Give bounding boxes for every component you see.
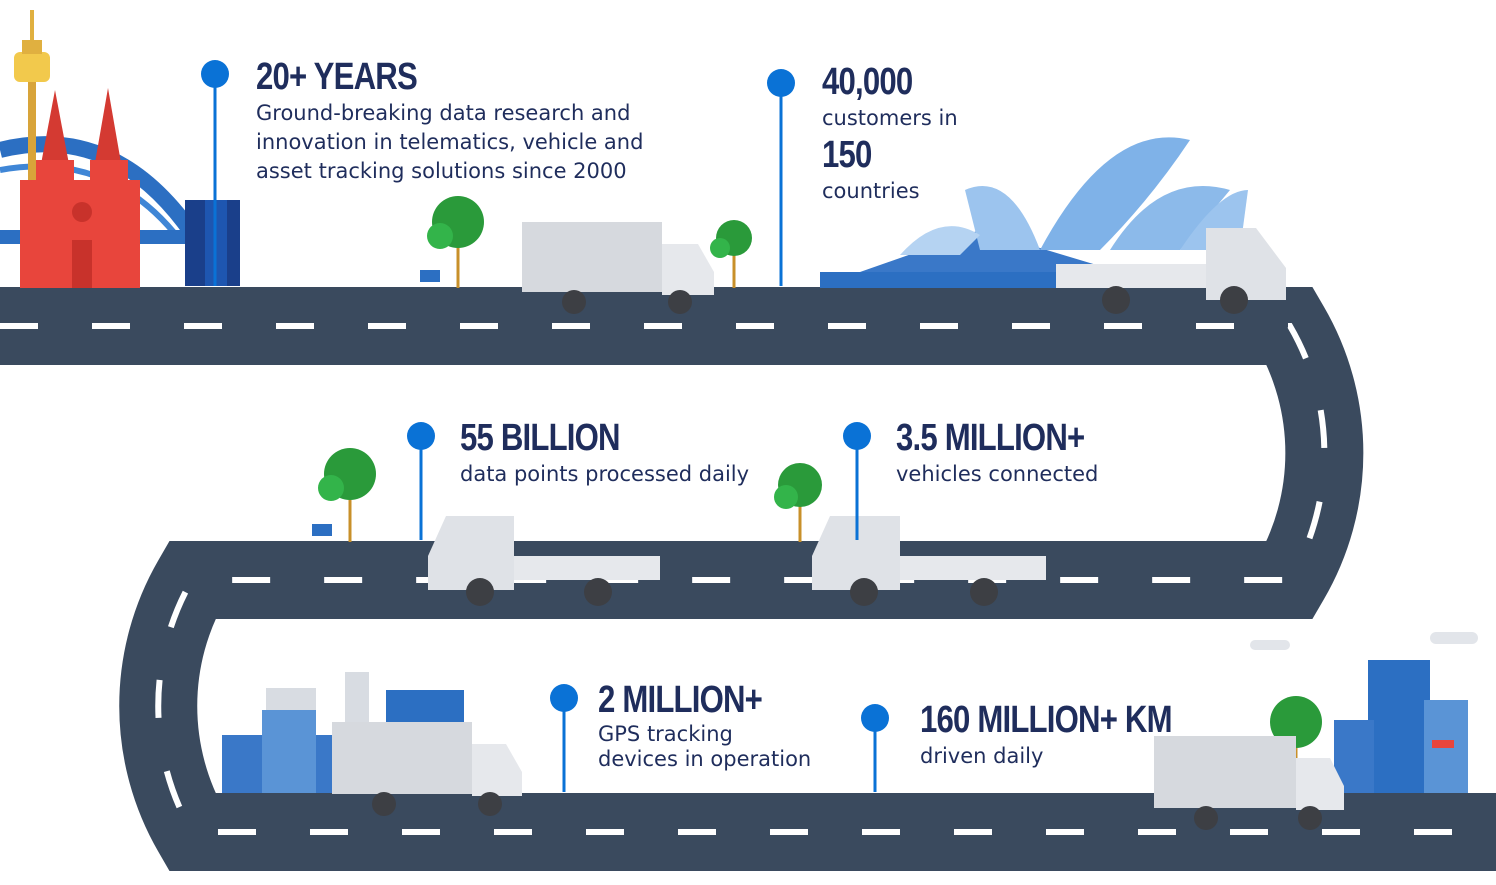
winding-road bbox=[0, 287, 1496, 871]
milestone-desc-line: asset tracking solutions since 2000 bbox=[256, 159, 627, 183]
milestone-desc-line: devices in operation bbox=[598, 747, 812, 771]
milestone-data-points: 55 BILLION data points processed daily bbox=[460, 416, 749, 489]
box-truck-bottom-2 bbox=[1154, 736, 1344, 830]
milestone-desc-line: countries bbox=[822, 179, 920, 203]
milestone-headline: 20+ YEARS bbox=[256, 56, 418, 98]
milestone-desc-line: driven daily bbox=[920, 744, 1044, 768]
flatbed-truck-mid-2 bbox=[812, 516, 1046, 606]
milestone-pin-2 bbox=[767, 69, 795, 286]
milestone-pin-3 bbox=[407, 422, 435, 540]
milestone-vehicles: 3.5 MILLION+ vehicles connected bbox=[896, 416, 1126, 489]
milestone-pin-1 bbox=[201, 60, 229, 286]
tree-mid-1 bbox=[318, 448, 376, 542]
milestone-distance: 160 MILLION+ KM driven daily bbox=[920, 698, 1227, 771]
tree-top-2 bbox=[710, 220, 752, 288]
milestone-customers: 40,000 customers in 150 countries bbox=[822, 60, 958, 206]
tree-top-1 bbox=[427, 196, 484, 288]
milestone-headline: 2 MILLION+ bbox=[598, 679, 763, 721]
milestone-desc-line: customers in bbox=[822, 106, 958, 130]
milestone-pin-5 bbox=[550, 684, 578, 792]
box-truck-top bbox=[522, 222, 714, 314]
tree-mid-2 bbox=[774, 463, 822, 542]
benches bbox=[312, 270, 440, 536]
milestone-pin-4 bbox=[843, 422, 871, 540]
box-truck-bottom-1 bbox=[332, 722, 522, 816]
st-marys-cathedral bbox=[20, 88, 140, 288]
milestone-headline: 160 MILLION+ KM bbox=[920, 699, 1173, 741]
sydney-tower bbox=[14, 10, 50, 288]
milestone-years: 20+ YEARS Ground-breaking data research … bbox=[256, 55, 643, 186]
milestone-headline: 3.5 MILLION+ bbox=[896, 417, 1085, 459]
milestone-pin-6 bbox=[861, 704, 889, 792]
milestone-second-number: 150 bbox=[822, 134, 872, 176]
flatbed-truck-mid-1 bbox=[428, 516, 660, 606]
flatbed-truck-top bbox=[1056, 228, 1286, 314]
milestone-desc-line: data points processed daily bbox=[460, 462, 750, 486]
milestone-desc-line: vehicles connected bbox=[896, 462, 1099, 486]
milestone-devices: 2 MILLION+ GPS tracking devices in opera… bbox=[598, 678, 811, 772]
city-right bbox=[1250, 632, 1478, 793]
milestone-headline: 55 BILLION bbox=[460, 417, 621, 459]
milestone-headline: 40,000 bbox=[822, 61, 913, 103]
milestone-desc-line: GPS tracking bbox=[598, 722, 733, 746]
milestone-desc-line: Ground-breaking data research and bbox=[256, 101, 631, 125]
milestone-desc-line: innovation in telematics, vehicle and bbox=[256, 130, 644, 154]
